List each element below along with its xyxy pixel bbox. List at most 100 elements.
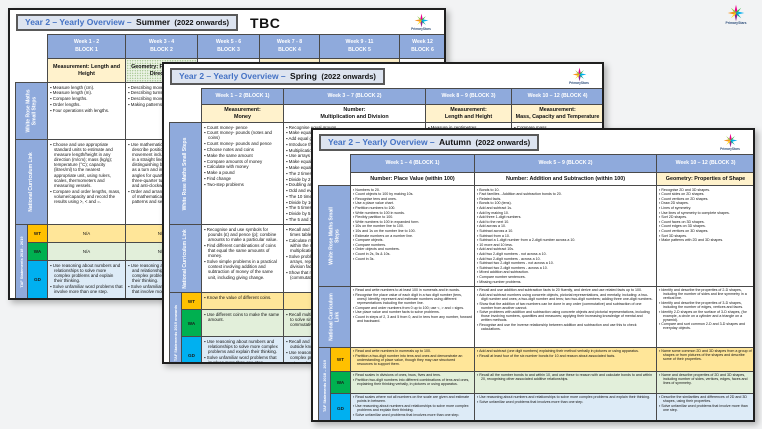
corner-spacer (170, 89, 202, 105)
summer-title-row: Year 2 – Yearly Overview – Summer (2022 … (16, 14, 440, 31)
nc-cell: Read and write numbers to at least 100 i… (350, 285, 475, 348)
subject-header: Measurement: Length and Height (47, 58, 126, 83)
title-suffix: (2022 onwards) (174, 18, 230, 27)
week-header: Week 3 – 7 (BLOCK 2) (283, 88, 426, 105)
title-suffix: (2022 onwards) (321, 72, 376, 81)
nc-cell: Identify and describe the properties of … (656, 285, 753, 348)
gd-cell: Describe the similarities and difference… (656, 392, 753, 420)
steps-cell: Recognise 2D and 3D shapes.Count sides o… (656, 185, 753, 287)
wa-cell: Use different coins to make the same amo… (201, 309, 284, 338)
primary-stars-watermark: PrimaryStars (721, 4, 751, 25)
subject-header: Number: Place Value (within 100) (350, 172, 475, 186)
star-icon (572, 67, 587, 86)
small-steps-row-label: White Rose Maths Small Steps (169, 121, 202, 226)
nc-cell: Recall and use addition and subtraction … (474, 285, 657, 348)
title-term: Autumn (439, 137, 472, 147)
spring-page-title: Year 2 – Yearly Overview – Spring (2022 … (170, 68, 385, 85)
wt-badge: WT (181, 292, 202, 311)
steps-cell: Count money- penceCount money- pounds (n… (201, 121, 284, 226)
wa-cell: Recall all the number bonds to and withi… (474, 370, 657, 394)
logo-wordmark: PrimaryStars (569, 81, 589, 85)
taf-row-label: TAF Statements 2019 onwards (169, 292, 182, 362)
title-term: Spring (290, 71, 317, 81)
taf-row-label: TAF Statements 2018 – 2019 (318, 346, 331, 420)
week-header: Week 5 – 9 (BLOCK 2) (474, 154, 657, 173)
star-icon (414, 13, 429, 32)
summer-page-title: Year 2 – Yearly Overview – Summer (2022 … (16, 14, 239, 31)
wa-cell: Read scales in divisions of ones, twos, … (350, 370, 475, 394)
gd-badge: GD (330, 392, 351, 420)
gd-badge: GD (27, 260, 48, 298)
tbc-label: TBC (250, 15, 281, 31)
gd-cell: Use reasoning about numbers and relation… (201, 336, 284, 362)
steps-cell: Bonds to 10.Fact families - Addition and… (474, 185, 657, 287)
autumn-overview-page[interactable]: Year 2 – Yearly Overview – Autumn (2022 … (311, 128, 755, 422)
corner-spacer (170, 105, 202, 123)
wt-badge: WT (27, 224, 48, 243)
corner-spacer (319, 155, 351, 173)
gd-badge: GD (181, 336, 202, 362)
corner-spacer (319, 173, 351, 186)
wt-cell: Read and write numbers in numerals up to… (350, 346, 475, 372)
subject-header: Geometry: Properties of Shape (656, 172, 753, 186)
steps-cell: Numbers to 20.Count objects to 100 by ma… (350, 185, 475, 287)
taf-row-label: TAF Statements 2018 - 2019 (15, 224, 28, 298)
wa-badge: WA (181, 309, 202, 338)
title-prefix: Year 2 – Yearly Overview – (328, 137, 435, 147)
week-header: Week 1 – 2 (BLOCK 1) (201, 88, 284, 105)
wt-cell: Add and subtract (one digit numbers) exp… (474, 346, 657, 372)
wa-badge: WA (27, 242, 48, 261)
week-header: Week 10 – 12 (BLOCK 4) (511, 88, 602, 105)
star-icon (727, 4, 745, 26)
title-prefix: Year 2 – Yearly Overview – (179, 71, 286, 81)
nc-row-label: National Curriculum Link (169, 224, 202, 294)
logo-wordmark: PrimaryStars (411, 27, 431, 31)
gd-cell: Read scales where not all numbers on the… (350, 392, 475, 420)
spring-logo: PrimaryStars (565, 67, 593, 85)
subject-header: Measurement: Money (201, 104, 284, 123)
subject-header: Measurement: Mass, Capacity and Temperat… (511, 104, 602, 123)
subject-header: Number: Addition and Subtraction (within… (474, 172, 657, 186)
subject-header: Measurement: Length and Height (425, 104, 512, 123)
summer-logo: PrimaryStars (407, 13, 435, 31)
wt-cell: Know the value of different coins. (201, 292, 284, 311)
small-steps-row-label: White Rose Maths Small Steps (15, 82, 48, 140)
gd-cell: Use reasoning about numbers and relation… (474, 392, 657, 420)
nc-cell: Choose and use appropriate standard unit… (47, 139, 126, 225)
week-header: Week 8 – 9 (BLOCK 3) (425, 88, 512, 105)
autumn-page-title: Year 2 – Yearly Overview – Autumn (2022 … (319, 134, 540, 151)
subject-header: Number: Multiplication and Division (283, 104, 426, 123)
wa-cell: N/A (47, 242, 126, 261)
spring-title-row: Year 2 – Yearly Overview – Spring (2022 … (170, 68, 598, 85)
corner-spacer (16, 59, 48, 83)
nc-row-label: National Curriculum Link (15, 139, 48, 225)
week-header: Week 10 – 12 (BLOCK 3) (656, 154, 753, 173)
wa-badge: WA (330, 370, 351, 394)
nc-row-label: National Curriculum Link (318, 285, 351, 348)
small-steps-row-label: White Rose Maths Small Steps (318, 185, 351, 287)
corner-spacer (16, 35, 48, 59)
title-prefix: Year 2 – Yearly Overview – (25, 17, 132, 27)
wt-cell: N/A (47, 224, 126, 243)
gd-cell: Use reasoning about numbers and relation… (47, 260, 126, 298)
autumn-table: Week 1 – 4 (BLOCK 1) Week 5 – 9 (BLOCK 2… (318, 154, 753, 420)
autumn-title-row: Year 2 – Yearly Overview – Autumn (2022 … (319, 134, 749, 151)
week-header: Week 1 – 4 (BLOCK 1) (350, 154, 475, 173)
nc-cell: Recognise and use symbols for pounds (£)… (201, 224, 284, 294)
star-icon (723, 133, 738, 152)
autumn-logo: PrimaryStars (716, 133, 744, 151)
title-suffix: (2022 onwards) (475, 138, 531, 147)
wa-cell: Name and describe properties of 2D and 3… (656, 370, 753, 394)
steps-cell: Measure length (cm).Measure length (m).C… (47, 82, 126, 140)
logo-wordmark: PrimaryStars (720, 147, 740, 151)
wt-badge: WT (330, 346, 351, 372)
logo-wordmark: PrimaryStars (725, 21, 747, 25)
wt-cell: Name some common 2D and 3D shapes from a… (656, 346, 753, 372)
